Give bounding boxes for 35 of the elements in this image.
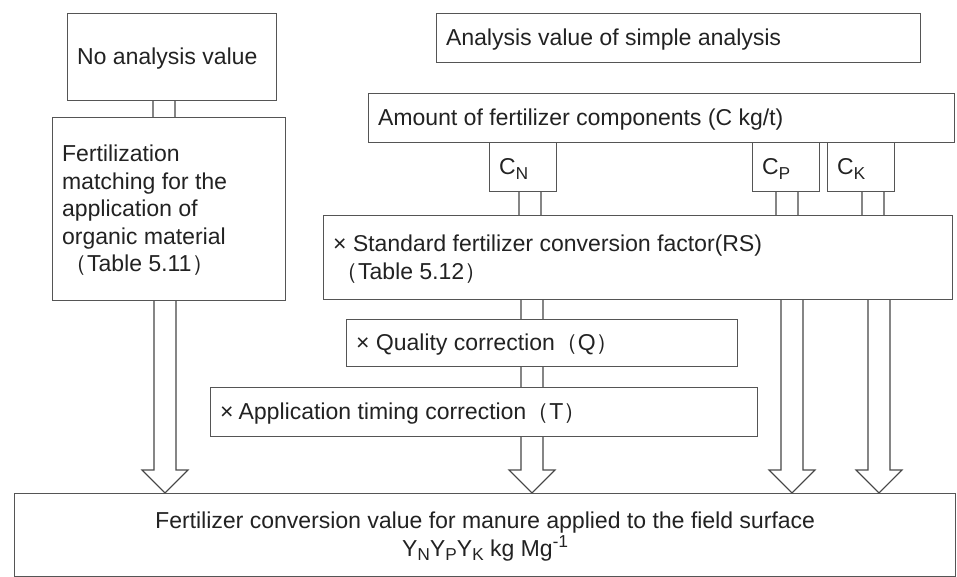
process-box: [436, 13, 921, 63]
result-box: [14, 493, 956, 577]
box-text: C$_{P}$: [762, 153, 792, 181]
box-text: Analysis value of simple analysis: [446, 24, 782, 52]
box-text: （Table 5.11）: [63, 250, 216, 278]
double-line-connector: [520, 366, 544, 388]
box-text: × Quality correction（Q）: [356, 329, 620, 357]
hollow-arrow: [854, 299, 904, 494]
process-box: [210, 387, 758, 437]
double-line-connector: [775, 191, 799, 216]
box-text: × Application timing correction（T）: [220, 398, 588, 426]
process-box: [827, 142, 895, 192]
box-text: No analysis value: [77, 43, 258, 71]
process-box: [489, 142, 557, 192]
hollow-arrow: [767, 299, 817, 494]
process-box: [67, 13, 277, 101]
process-box: [52, 117, 286, 301]
double-line-connector: [520, 299, 544, 320]
process-box: [752, 142, 820, 192]
process-box: [323, 215, 953, 300]
box-text: Amount of fertilizer components (C kg/t): [378, 104, 784, 132]
double-line-connector: [518, 191, 542, 216]
double-line-connector: [861, 191, 885, 216]
process-box: [346, 319, 738, 367]
box-text: Y$_{N}$Y$_{P}$Y$_{K}$ kg Mg$^{-1}$: [402, 535, 568, 563]
box-text: C$_{K}$: [837, 153, 866, 181]
box-text: C$_{N}$: [499, 153, 530, 181]
box-text: × Standard fertilizer conversion factor(RS): [333, 230, 763, 258]
box-text: Fertilization matching for the application of organic material: [62, 140, 228, 250]
double-line-connector: [152, 100, 176, 118]
box-text: （Table 5.12）: [334, 258, 488, 286]
box-text: Fertilizer conversion value for manure applied to the field surface: [155, 507, 815, 535]
hollow-arrow: [140, 300, 190, 494]
process-box: [368, 93, 955, 143]
hollow-arrow: [507, 436, 557, 494]
